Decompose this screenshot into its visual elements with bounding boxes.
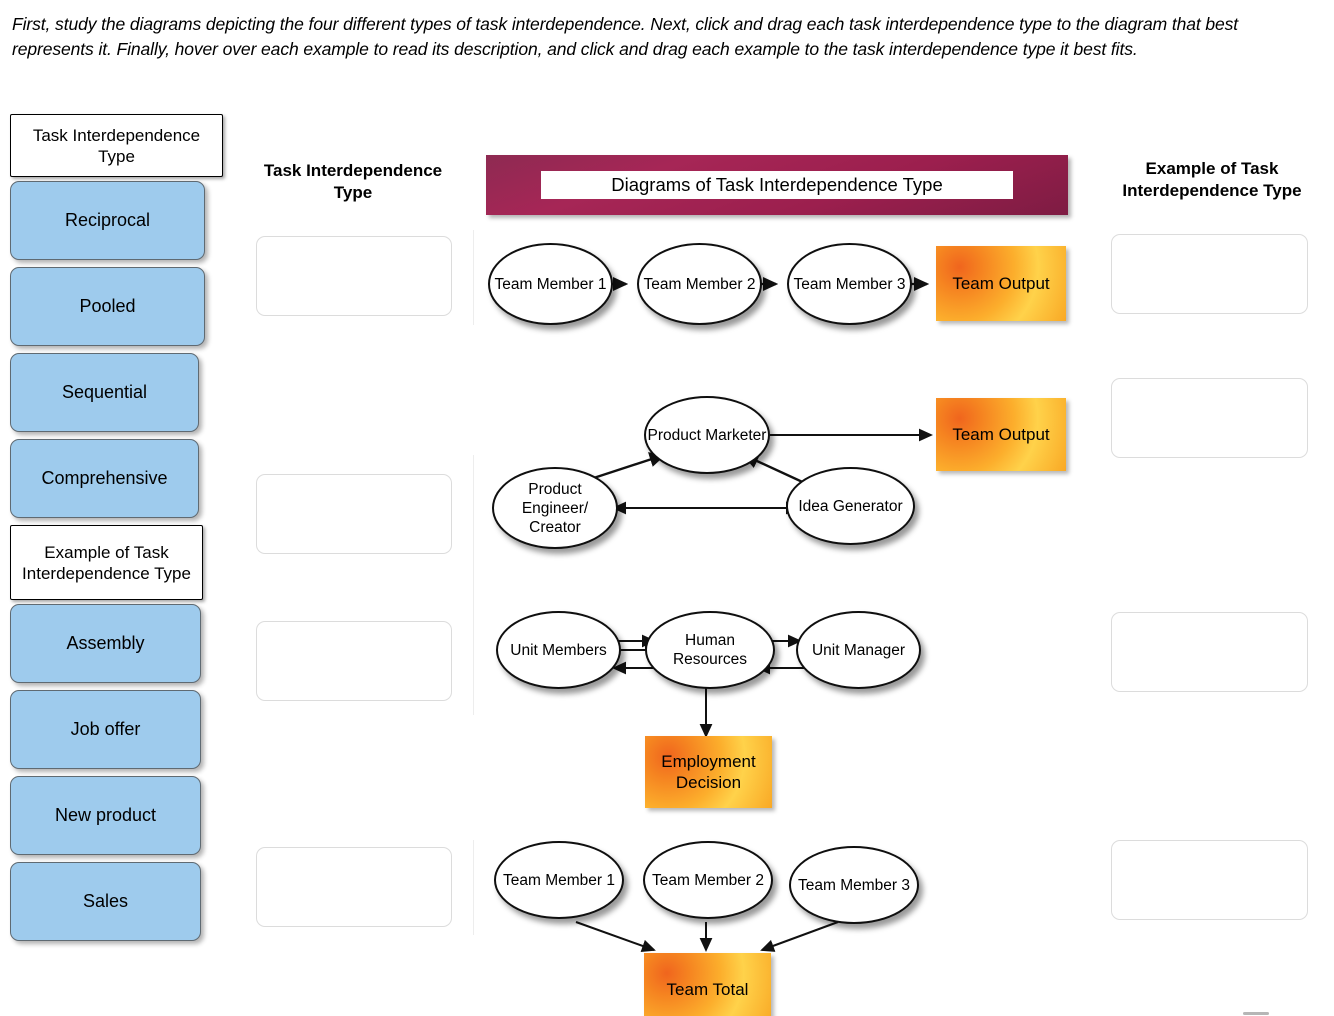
dropzone-type-2[interactable] (256, 474, 452, 554)
node-label: Idea Generator (798, 497, 903, 515)
diagram-comprehensive: Unit Members Human Resources Unit Manage… (486, 610, 1076, 815)
dropzone-example-2[interactable] (1111, 378, 1308, 458)
output-box-team-output: Team Output (936, 246, 1066, 321)
output-box-employment-decision: Employment Decision (645, 736, 772, 808)
node-team-member-3: Team Member 3 (787, 243, 912, 325)
drag-item-label: Sales (82, 891, 129, 911)
dropzone-type-1[interactable] (256, 236, 452, 316)
output-box-team-total: Team Total (644, 953, 771, 1016)
dropzone-example-4[interactable] (1111, 840, 1308, 920)
diagram-sequential: Team Member 1 Team Member 2 Team Member … (486, 238, 1076, 333)
node-label: Team Member 2 (643, 275, 756, 293)
drag-item-label: Comprehensive (41, 468, 168, 488)
drag-item-label: Reciprocal (64, 210, 151, 230)
drag-item-sales[interactable]: Sales (10, 862, 201, 941)
node-label: Unit Manager (811, 641, 906, 659)
node-team-member-1: Team Member 1 (494, 841, 624, 919)
drag-item-label: Pooled (79, 296, 136, 316)
node-label: Product Engineer/ Creator (521, 480, 589, 536)
output-label: Team Total (666, 979, 749, 999)
node-label: Team Member 1 (494, 275, 607, 293)
dropzone-example-3[interactable] (1111, 612, 1308, 692)
drag-item-new-product[interactable]: New product (10, 776, 201, 855)
node-label: Team Member 3 (798, 876, 910, 894)
diagram-pooled-arrows (575, 921, 839, 952)
column-header-example: Example of Task Interdependence Type (1122, 159, 1302, 200)
node-product-engineer-creator: Product Engineer/ Creator (492, 467, 618, 549)
scrollbar-nub[interactable] (1243, 1012, 1269, 1015)
drag-item-label: New product (54, 805, 157, 825)
node-team-member-2: Team Member 2 (637, 243, 762, 325)
node-unit-members: Unit Members (496, 611, 621, 689)
drag-item-job-offer[interactable]: Job offer (10, 690, 201, 769)
node-human-resources: Human Resources (645, 611, 775, 689)
node-label: Unit Members (510, 641, 607, 659)
output-box-team-output: Team Output (936, 398, 1066, 471)
node-team-member-2: Team Member 2 (643, 841, 773, 919)
dropzone-example-1[interactable] (1111, 234, 1308, 314)
column-divider (473, 230, 474, 325)
output-label: Team Output (952, 425, 1050, 444)
drag-item-comprehensive[interactable]: Comprehensive (10, 439, 199, 518)
output-label: Employment Decision (661, 752, 756, 792)
instructions-text: First, study the diagrams depicting the … (12, 14, 1239, 59)
diagram-reciprocal: Product Marketer Product Engineer/ Creat… (486, 383, 1076, 553)
column-header-diagrams: Diagrams of Task Interdependence Type (541, 171, 1013, 199)
sidebar-group-header-type: Task Interdependence Type (10, 114, 223, 177)
node-label: Team Member 3 (793, 275, 906, 293)
node-product-marketer: Product Marketer (644, 396, 770, 474)
diagram-banner: Diagrams of Task Interdependence Type (486, 155, 1068, 215)
drag-item-label: Sequential (61, 382, 148, 402)
sidebar-group-header-example: Example of Task Interdependence Type (10, 525, 203, 600)
node-label: Team Member 2 (652, 871, 764, 889)
drag-source-sidebar: Task Interdependence Type Reciprocal Poo… (10, 114, 235, 948)
drag-item-assembly[interactable]: Assembly (10, 604, 201, 683)
dropzone-type-3[interactable] (256, 621, 452, 701)
column-divider (473, 455, 474, 715)
column-divider (473, 840, 474, 935)
drag-item-label: Job offer (70, 719, 141, 739)
node-label: Team Member 1 (503, 871, 615, 889)
node-unit-manager: Unit Manager (796, 611, 921, 689)
dropzone-type-4[interactable] (256, 847, 452, 927)
drag-item-pooled[interactable]: Pooled (10, 267, 205, 346)
drag-item-reciprocal[interactable]: Reciprocal (10, 181, 205, 260)
diagram-pooled: Team Member 1 Team Member 2 Team Member … (486, 840, 1076, 1016)
output-label: Team Output (952, 274, 1050, 293)
node-label: Human Resources (672, 632, 748, 668)
drag-item-label: Assembly (66, 633, 145, 653)
node-label: Product Marketer (647, 426, 767, 444)
node-idea-generator: Idea Generator (786, 467, 915, 545)
drag-item-sequential[interactable]: Sequential (10, 353, 199, 432)
node-team-member-1: Team Member 1 (488, 243, 613, 325)
node-team-member-3: Team Member 3 (789, 846, 919, 924)
column-header-type: Task Interdependence Type (263, 161, 443, 202)
